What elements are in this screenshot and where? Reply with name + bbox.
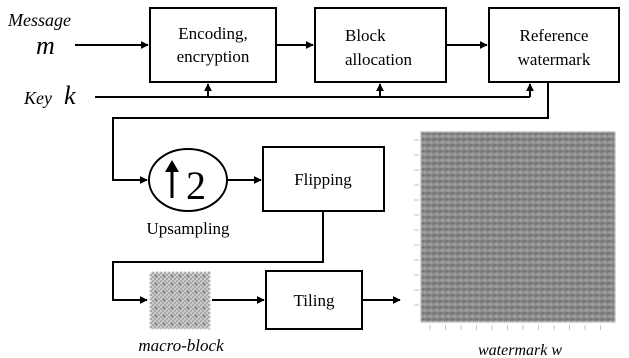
watermark-axis-ticks <box>414 139 601 330</box>
encoding-label-line1: Encoding, <box>178 24 247 43</box>
key-label: Key <box>23 88 52 108</box>
message-label: Message <box>7 10 71 30</box>
macro-block-label: macro-block <box>138 336 224 355</box>
message-symbol: m <box>36 31 55 60</box>
reference-label-line2: watermark <box>518 50 591 69</box>
reference-label-line1: Reference <box>520 26 589 45</box>
block-allocation-box <box>314 7 447 83</box>
tiling-label: Tiling <box>294 291 335 310</box>
upsampling-factor: 2 <box>186 163 206 208</box>
macro-block-image <box>150 272 210 329</box>
reference-to-upsampling-path <box>112 82 549 184</box>
upsampling-label: Upsampling <box>146 219 230 238</box>
key-symbol: k <box>64 81 76 110</box>
watermark-image <box>420 131 616 323</box>
allocation-label-line1: Block <box>345 26 386 45</box>
watermark-label: watermark w <box>478 342 562 358</box>
flipping-to-macroblock-path <box>112 211 324 304</box>
up-arrowhead-icon <box>165 160 179 172</box>
tiling-box <box>265 270 363 330</box>
encoding-box <box>149 7 277 83</box>
encoding-label-line2: encryption <box>177 47 250 66</box>
flipping-label: Flipping <box>294 170 352 189</box>
reference-watermark-box <box>488 7 620 83</box>
allocation-label-line2: allocation <box>345 50 413 69</box>
